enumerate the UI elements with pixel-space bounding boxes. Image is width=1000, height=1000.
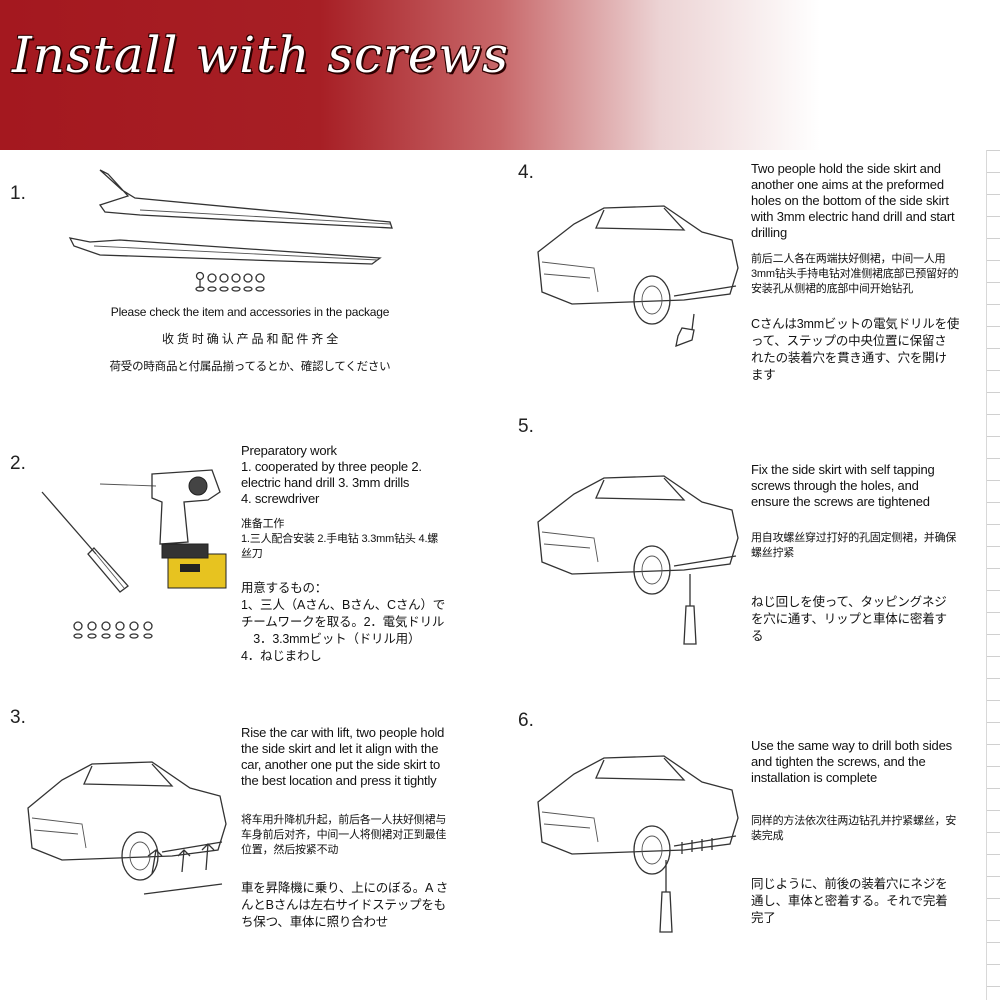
- text-line: 4．ねじまわし: [241, 649, 322, 663]
- step-6-text-jp: 同じように、前後の装着穴にネジを 通し、車体と密着する。それで完着 完了: [751, 876, 976, 927]
- car-complete-illustration: [537, 755, 739, 933]
- text-line: Cさんは3mmビットの電気ドリルを使: [751, 317, 960, 331]
- step-4-text-cn: 前后二人各在两端扶好侧裙，中间一人用 3mm钻头手持电钻对准侧裙底部已预留好的 …: [751, 252, 976, 297]
- text-line: ち保つ、車体に照り合わせ: [241, 915, 389, 929]
- text-line: 将车用升降机升起，前后各一人扶好侧裙与: [241, 814, 447, 826]
- text-line: 1.三人配合安装 2.手电钻 3.3mm钻头 4.螺: [241, 533, 439, 545]
- text-line: る: [751, 629, 764, 643]
- screws-illustration: [195, 271, 265, 292]
- text-line: 3mm钻头手持电钻对准侧裙底部已预留好的: [751, 268, 959, 280]
- text-line: electric hand drill 3. 3mm drills: [241, 475, 410, 490]
- text-line: 丝刀: [241, 548, 263, 560]
- car-screwing-illustration: [537, 475, 739, 645]
- step-4-number: 4.: [518, 162, 534, 183]
- step-2-text-jp: 用意するもの： 1、三人（Aさん、Bさん、Cさん）で チームワークを取る。2．電…: [241, 580, 471, 665]
- step-6-text-en: Use the same way to drill both sides and…: [751, 738, 976, 786]
- step-1-number: 1.: [10, 183, 26, 204]
- text-line: んとBさんは左右サイドステップをも: [241, 898, 446, 912]
- text-line: 通し、車体と密着する。それで完着: [751, 894, 948, 908]
- text-line: Two people hold the side skirt and: [751, 161, 941, 176]
- text-line: Fix the side skirt with self tapping: [751, 462, 935, 477]
- side-skirt-illustration: [68, 169, 393, 265]
- text-line: the side skirt and let it align with the: [241, 741, 439, 756]
- page-ruler: [986, 150, 1000, 1000]
- step-1-text-cn: 收 货 时 确 认 产 品 和 配 件 齐 全: [161, 332, 339, 346]
- step-2-text-cn: 准备工作 1.三人配合安装 2.手电钻 3.3mm钻头 4.螺 丝刀: [241, 517, 471, 562]
- text-line: 位置，然后按紧不动: [241, 844, 339, 856]
- step-2-number: 2.: [10, 453, 26, 474]
- step-1-text-en: Please check the item and accessories in…: [110, 305, 390, 319]
- text-line: Use the same way to drill both sides: [751, 738, 952, 753]
- text-line: ます: [751, 368, 776, 382]
- electric-drill-illustration: [99, 469, 227, 589]
- text-line: 車を昇降機に乗り、上にのぼる。A さ: [241, 881, 449, 895]
- text-line: installation is complete: [751, 770, 877, 785]
- step-5-number: 5.: [518, 416, 534, 437]
- step-4-text-jp: Cさんは3mmビットの電気ドリルを使 って、ステップの中央位置に保留さ れたの装…: [751, 316, 976, 384]
- car-with-lift-illustration: [27, 761, 227, 895]
- step-6-number: 6.: [518, 710, 534, 731]
- step-2-text-en: Preparatory work 1. cooperated by three …: [241, 443, 471, 507]
- text-line: Preparatory work: [241, 443, 337, 458]
- text-line: and tighten the screws, and the: [751, 754, 926, 769]
- text-line: 1、三人（Aさん、Bさん、Cさん）で: [241, 598, 446, 612]
- text-line: 同じように、前後の装着穴にネジを: [751, 877, 948, 891]
- text-line: screws through the holes, and: [751, 478, 919, 493]
- text-line: 前后二人各在两端扶好侧裙，中间一人用: [751, 253, 946, 265]
- text-line: 用意するもの：: [241, 581, 328, 595]
- step-5-text-en: Fix the side skirt with self tapping scr…: [751, 462, 976, 510]
- step-4-text-en: Two people hold the side skirt and anoth…: [751, 161, 976, 241]
- car-drilling-illustration: [537, 205, 739, 348]
- text-line: 螺丝拧紧: [751, 547, 795, 559]
- step-3-text-en: Rise the car with lift, two people hold …: [241, 725, 471, 789]
- step-3-number: 3.: [10, 707, 26, 728]
- text-line: ensure the screws are tightened: [751, 494, 930, 509]
- text-line: ねじ回しを使って、タッピングネジ: [751, 595, 947, 609]
- step-5-text-cn: 用自攻螺丝穿过打好的孔固定侧裙，并确保 螺丝拧紧: [751, 531, 976, 561]
- text-line: 4. screwdriver: [241, 491, 320, 506]
- text-line: another one aims at the preformed: [751, 177, 944, 192]
- text-line: 装完成: [751, 830, 784, 842]
- text-line: 用自攻螺丝穿过打好的孔固定侧裙，并确保: [751, 532, 957, 544]
- text-line: holes on the bottom of the side skirt: [751, 193, 949, 208]
- text-line: drilling: [751, 225, 787, 240]
- text-line: the best location and press it tightly: [241, 773, 437, 788]
- text-line: Rise the car with lift, two people hold: [241, 725, 445, 740]
- text-line: 同样的方法依次往两边钻孔并拧紧螺丝，安: [751, 815, 957, 827]
- text-line: 1. cooperated by three people 2.: [241, 459, 422, 474]
- text-line: 车身前后对齐，中间一人将侧裙对正到最佳: [241, 829, 447, 841]
- step-1-text-jp: 荷受の時商品と付属品揃ってるとか、確認してください: [109, 361, 391, 373]
- step-6-text-cn: 同样的方法依次往两边钻孔并拧紧螺丝，安 装完成: [751, 814, 976, 844]
- text-line: って、ステップの中央位置に保留さ: [751, 334, 947, 348]
- step-3-text-jp: 車を昇降機に乗り、上にのぼる。A さ んとBさんは左右サイドステップをも ち保つ…: [241, 880, 471, 931]
- banner-title: Install with screws: [12, 26, 509, 84]
- screws-illustration-2: [73, 621, 153, 639]
- text-line: 完了: [751, 911, 776, 925]
- text-line: car, another one put the side skirt to: [241, 757, 441, 772]
- banner: Install with screws: [0, 0, 1000, 150]
- text-line: 安装孔从侧裙的底部中间开始钻孔: [751, 283, 913, 295]
- text-line: れたの装着穴を貫き通す、穴を開け: [751, 351, 947, 365]
- screwdriver-illustration: [41, 491, 129, 593]
- text-line: チームワークを取る。2．電気ドリル: [241, 615, 445, 629]
- step-5-text-jp: ねじ回しを使って、タッピングネジ を穴に通す、リップと車体に密着す る: [751, 594, 976, 645]
- text-line: 准备工作: [241, 518, 285, 530]
- text-line: with 3mm electric hand drill and start: [751, 209, 955, 224]
- text-line: を穴に通す、リップと車体に密着す: [751, 612, 947, 626]
- step-3-text-cn: 将车用升降机升起，前后各一人扶好侧裙与 车身前后对齐，中间一人将侧裙对正到最佳 …: [241, 813, 471, 858]
- text-line: 3．3.3mmビット（ドリル用）: [241, 632, 421, 646]
